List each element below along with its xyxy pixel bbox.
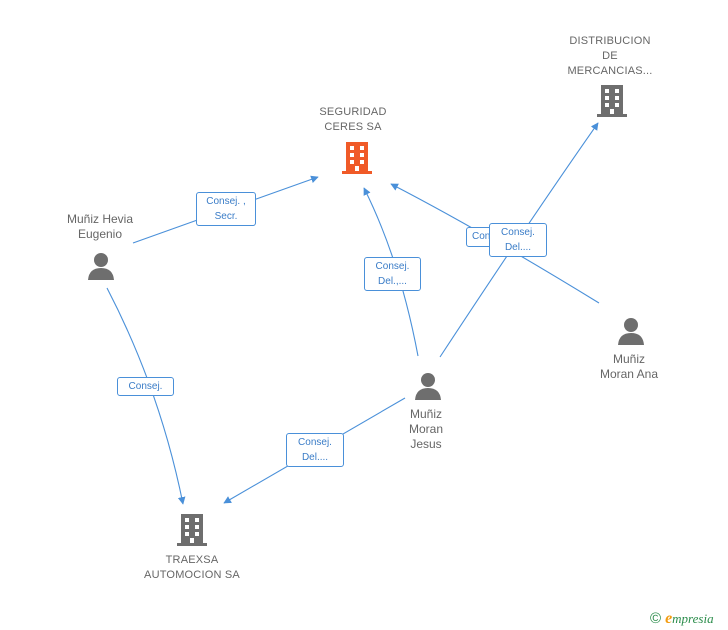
person-icon-ana[interactable]	[618, 318, 644, 345]
node-label-line: AUTOMOCION SA	[144, 569, 240, 581]
edge-eugenio-traexsa	[106, 287, 186, 505]
node-label-line: Muñiz Hevia	[66, 212, 134, 226]
node-label-line: Jesus	[410, 437, 442, 451]
node-label-line: Muñiz	[612, 352, 645, 366]
node-label-ana[interactable]: Muñiz Moran Ana	[589, 352, 669, 382]
node-label-traexsa[interactable]: TRAEXSA AUTOMOCION SA	[132, 553, 252, 583]
brand-rest: mpresia	[672, 611, 714, 626]
building-icon-distribucion[interactable]	[597, 85, 627, 117]
edge-label-line: Del....	[504, 242, 532, 253]
edge-label-line: Consej.	[128, 381, 163, 392]
node-label-jesus[interactable]: Muñiz Moran Jesus	[396, 407, 456, 452]
person-icon-eugenio[interactable]	[88, 253, 114, 280]
edge-label-line: Del.,...	[378, 276, 407, 287]
edge-label-jesus-traexsa[interactable]: Consej. Del....	[286, 433, 344, 467]
edge-label-eugenio-seguridad[interactable]: Consej. , Secr.	[196, 192, 256, 226]
node-label-line: MERCANCIAS...	[567, 65, 653, 77]
node-label-line: DISTRIBUCION	[569, 35, 651, 47]
edge-label-line: Consej.	[501, 227, 535, 238]
node-label-line: Eugenio	[77, 227, 123, 241]
empresia-logo: empresia	[665, 610, 714, 627]
node-label-line: Moran Ana	[599, 367, 659, 381]
node-label-distribucion[interactable]: DISTRIBUCION DE MERCANCIAS...	[555, 34, 665, 79]
building-icon-seguridad[interactable]	[342, 142, 372, 174]
node-label-line: Muñiz	[409, 407, 442, 421]
node-label-line: DE	[602, 50, 618, 62]
edge-label-eugenio-traexsa[interactable]: Consej.	[117, 377, 174, 396]
brand-initial: e	[665, 610, 673, 627]
node-label-line: SEGURIDAD	[319, 106, 387, 118]
edge-label-line: Consej.	[375, 261, 410, 272]
node-label-eugenio[interactable]: Muñiz Hevia Eugenio	[50, 212, 150, 242]
building-icon-traexsa[interactable]	[177, 514, 207, 546]
footer-brand[interactable]: ©empresia	[650, 610, 714, 628]
copyright-icon: ©	[650, 610, 662, 627]
node-label-line: CERES SA	[324, 121, 382, 133]
edge-label-line: Del....	[301, 452, 329, 463]
edge-label-line: Secr.	[214, 211, 238, 222]
node-label-line: TRAEXSA	[165, 554, 219, 566]
person-icon-jesus[interactable]	[415, 373, 441, 400]
edge-label-line: Consej.	[472, 229, 518, 244]
edge-label-jesus-distribucion[interactable]: Consej. Del....	[489, 223, 547, 257]
node-label-line: Moran	[408, 422, 443, 436]
edge-label-line: Consej.	[298, 437, 332, 448]
node-label-seguridad[interactable]: SEGURIDAD CERES SA	[298, 105, 408, 135]
edge-label-jesus-seguridad[interactable]: Consej. Del.,...	[364, 257, 421, 291]
edge-label-line: Consej. ,	[206, 196, 246, 207]
